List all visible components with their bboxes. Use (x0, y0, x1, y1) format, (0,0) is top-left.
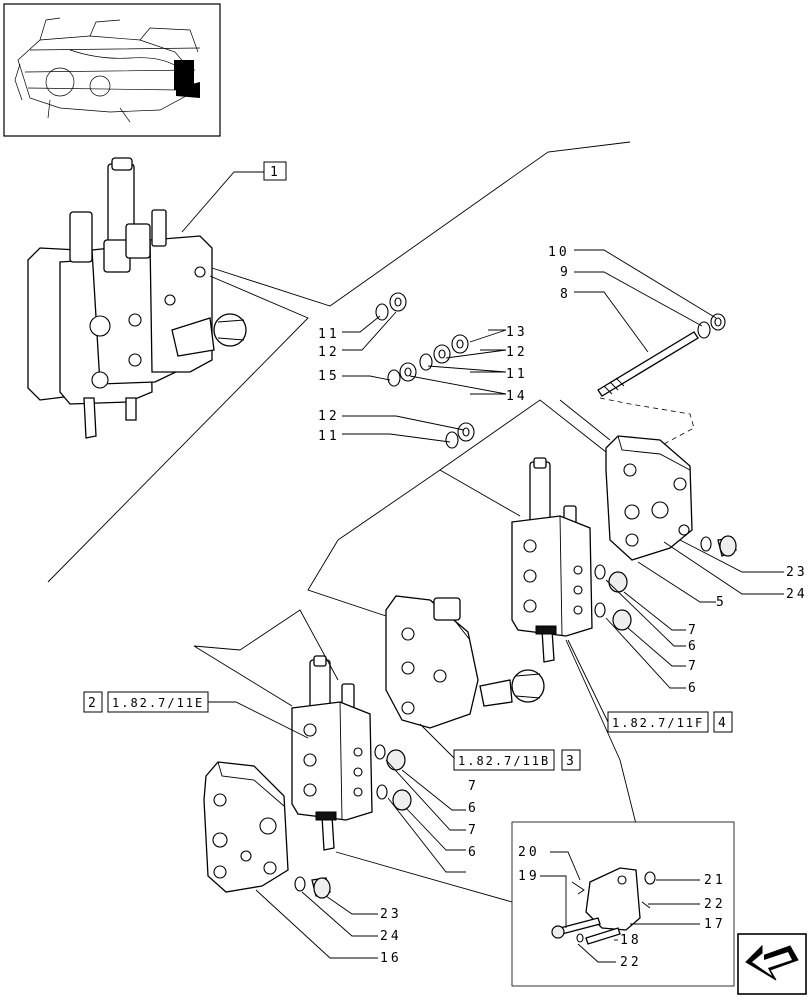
callout-11b: 11 (506, 367, 528, 382)
callout-22a: 22 (704, 897, 726, 912)
callout-7c: 7 (468, 779, 479, 794)
callout-6c: 6 (468, 801, 479, 816)
callout-10: 10 (548, 245, 570, 260)
valve-section-2 (291, 655, 373, 851)
callout-23a: 23 (786, 565, 808, 580)
valve-section-3 (385, 595, 545, 729)
back-arrow-icon[interactable] (737, 933, 807, 995)
callout-12c: 12 (318, 409, 340, 424)
callout-7d: 7 (468, 823, 479, 838)
callout-21: 21 (704, 873, 726, 888)
tie-rod-8 (597, 313, 726, 397)
callout-8: 8 (560, 287, 571, 302)
ref-11F[interactable]: 1.82.7/11F (612, 716, 704, 730)
callout-17: 17 (704, 917, 726, 932)
overview-thumbnail[interactable] (3, 3, 221, 137)
callout-6d: 6 (468, 845, 479, 860)
callout-24a: 24 (786, 587, 808, 602)
inlet-plate-16 (203, 761, 289, 893)
callout-6a: 6 (688, 639, 699, 654)
callout-12b: 12 (506, 345, 528, 360)
callout-11a: 11 (318, 327, 340, 342)
ref-11E[interactable]: 1.82.7/11E (112, 696, 204, 710)
callout-23b: 23 (380, 907, 402, 922)
callout-5: 5 (716, 595, 727, 610)
valve-assembly-1 (27, 157, 247, 439)
ref-11B[interactable]: 1.82.7/11B (458, 754, 550, 768)
callout-7a: 7 (688, 623, 699, 638)
callout-20: 20 (518, 845, 540, 860)
seal-rings-group (375, 292, 475, 449)
end-plate-5 (605, 435, 693, 561)
valve-section-4 (511, 457, 593, 663)
callout-18: 18 (620, 933, 642, 948)
callout-9: 9 (560, 265, 571, 280)
callout-4[interactable]: 4 (718, 716, 729, 731)
callout-24b: 24 (380, 929, 402, 944)
callout-12a: 12 (318, 345, 340, 360)
callout-1: 1 (270, 165, 281, 180)
callout-11c: 11 (318, 429, 340, 444)
callout-13: 13 (506, 325, 528, 340)
highlighted-valve-block (174, 60, 194, 90)
callout-19: 19 (518, 869, 540, 884)
callout-16: 16 (380, 951, 402, 966)
callout-3[interactable]: 3 (566, 754, 577, 769)
callout-6b: 6 (688, 681, 699, 696)
callout-2[interactable]: 2 (88, 696, 99, 711)
callout-7b: 7 (688, 659, 699, 674)
callout-15: 15 (318, 369, 340, 384)
callout-14: 14 (506, 389, 528, 404)
callout-22b: 22 (620, 955, 642, 970)
